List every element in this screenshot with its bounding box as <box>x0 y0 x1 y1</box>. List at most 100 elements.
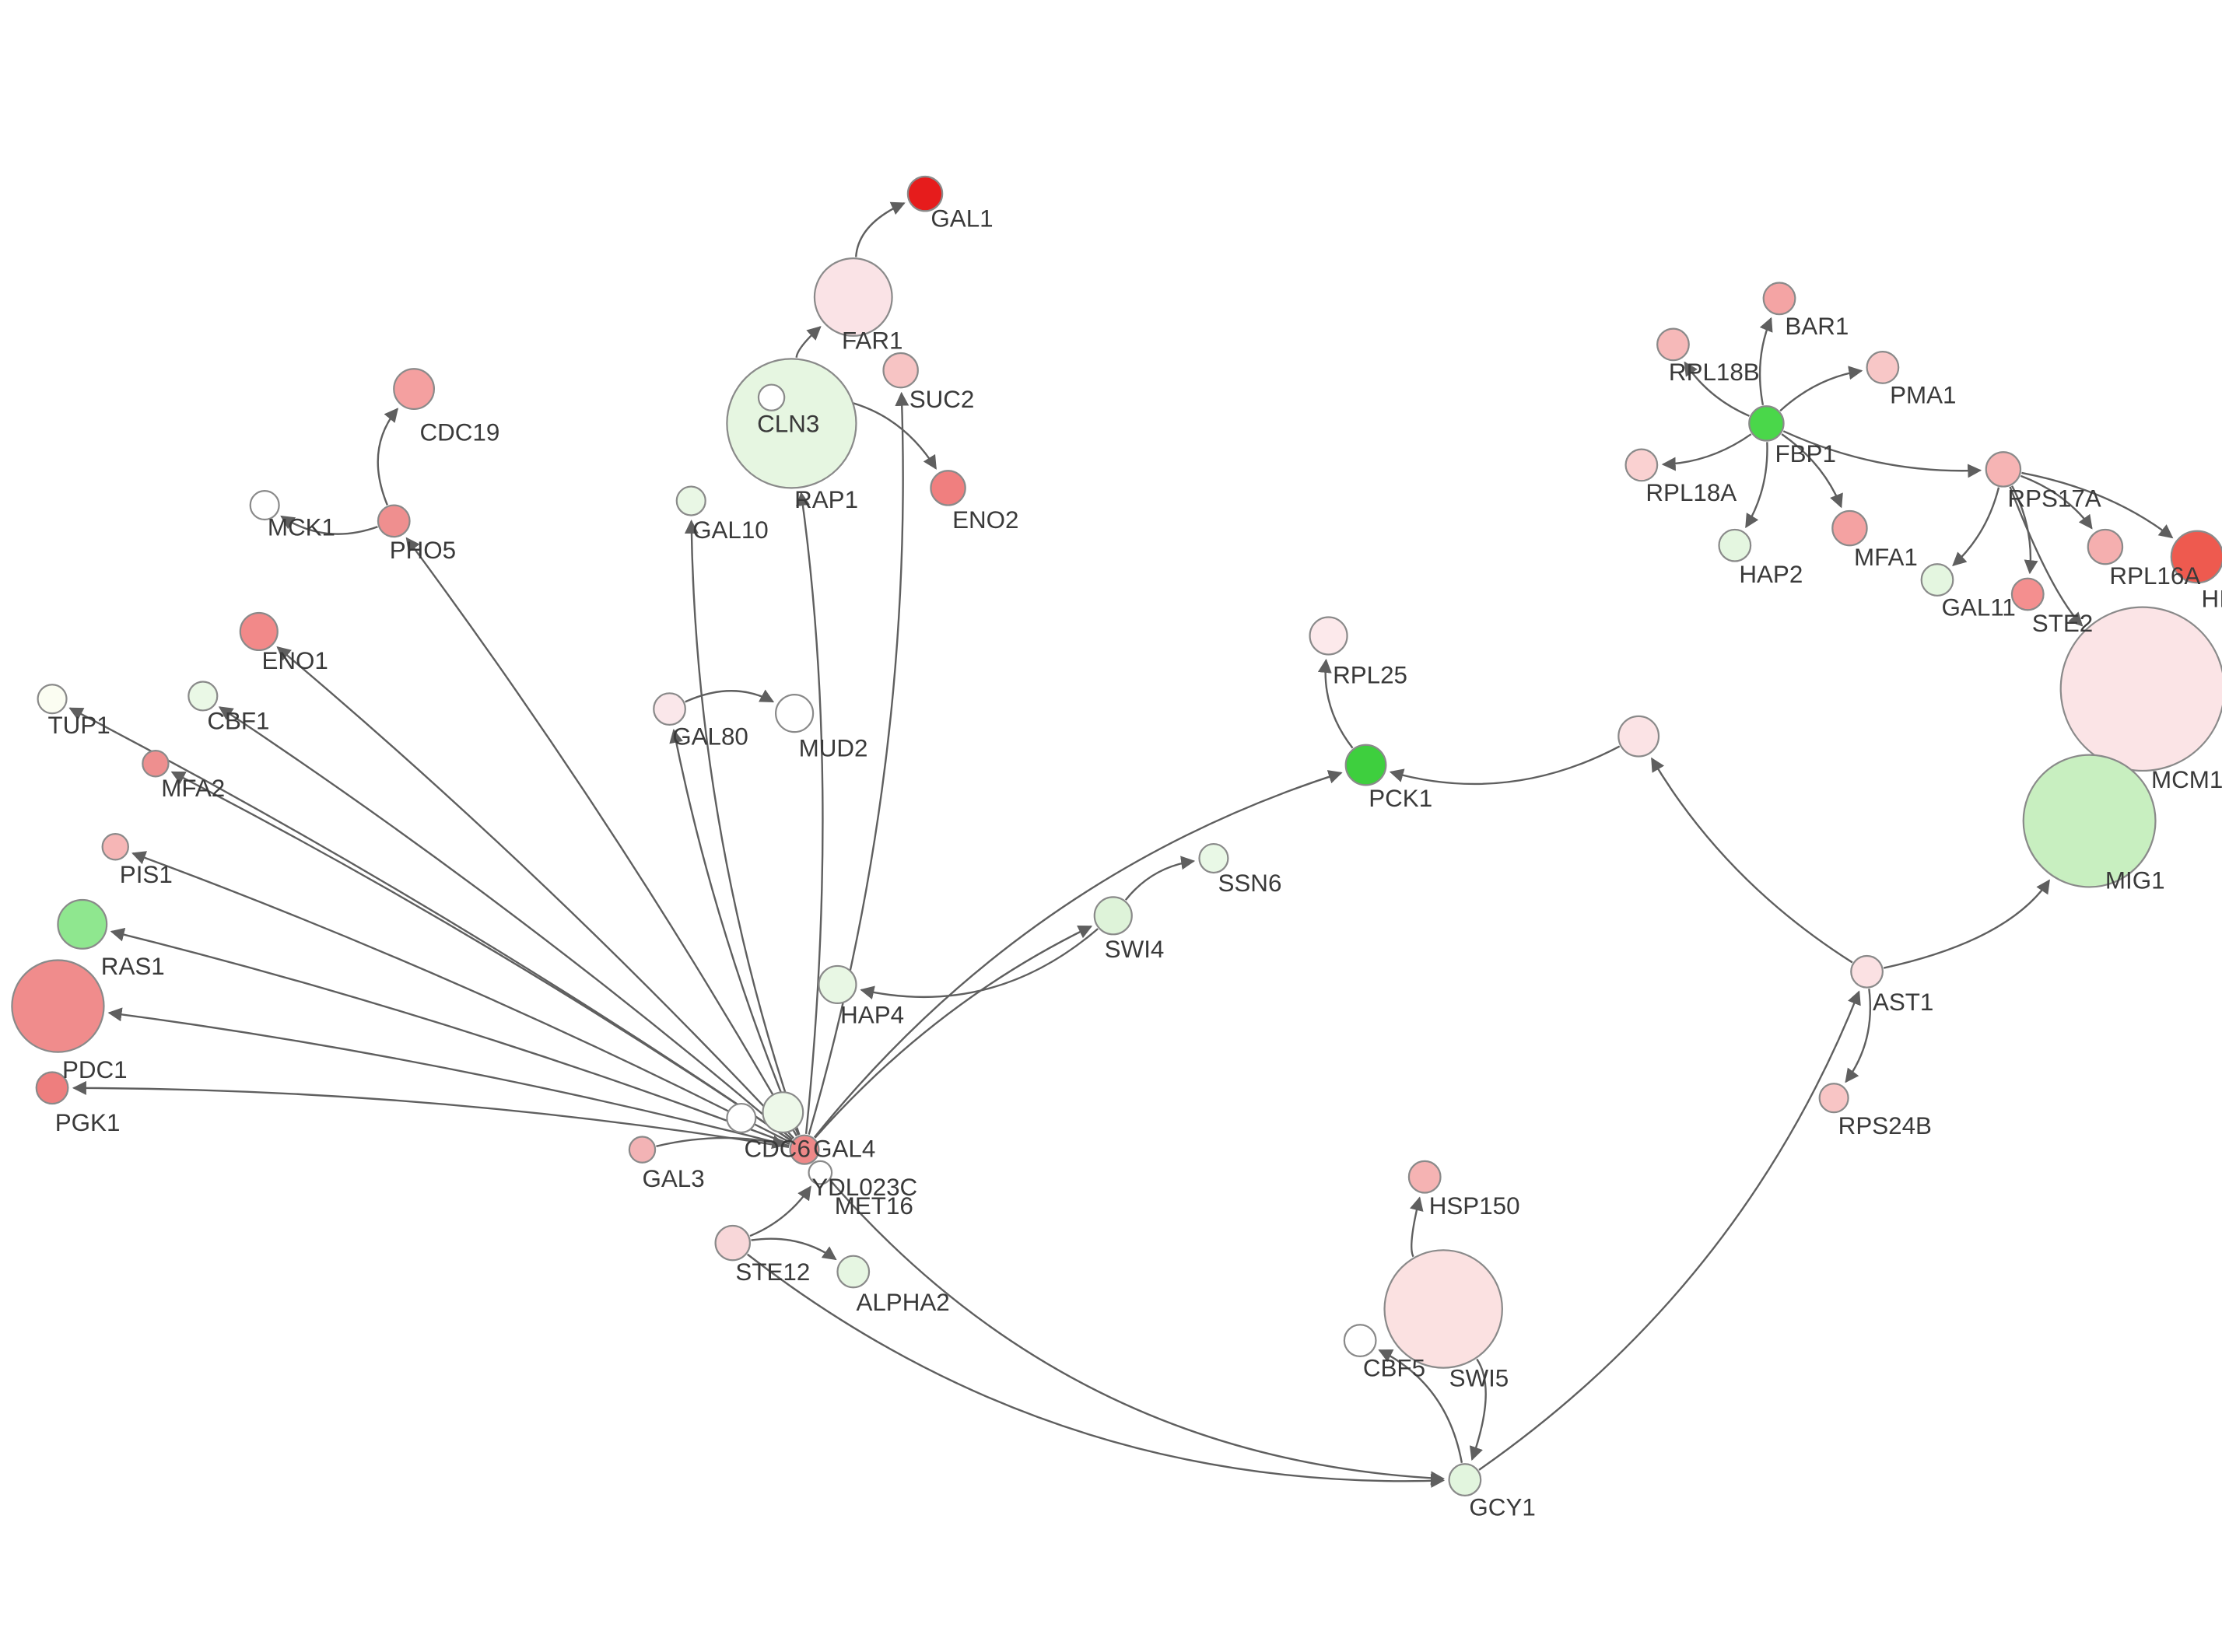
node-rps24b[interactable] <box>1818 1083 1849 1114</box>
edge-gal4-suc2[interactable] <box>808 391 909 1135</box>
node-ast1[interactable] <box>1850 954 1884 989</box>
edge-gal3-gal4[interactable] <box>656 1135 787 1150</box>
node-rpl16a[interactable] <box>2087 528 2124 565</box>
edge-gal4-gal10[interactable] <box>684 520 801 1136</box>
node-gal3[interactable] <box>628 1136 657 1164</box>
node-tup1[interactable] <box>37 684 68 715</box>
edge-gal4-cbf1[interactable] <box>218 706 794 1140</box>
node-pdc1[interactable] <box>11 959 105 1053</box>
node-ste2[interactable] <box>2010 577 2045 611</box>
edge-gal80-mud2[interactable] <box>685 689 775 703</box>
node-his4[interactable] <box>2170 530 2222 584</box>
edge-gal4-pgk1[interactable] <box>72 1080 790 1149</box>
node-cln3[interactable] <box>726 358 857 489</box>
edge-gal4-pck1[interactable] <box>813 770 1343 1139</box>
node-fbp1[interactable] <box>1748 405 1785 442</box>
node-mud2[interactable] <box>775 694 815 733</box>
edge-ste12-alpha2[interactable] <box>751 1237 837 1261</box>
edge-gal4-gcy1[interactable] <box>814 1160 1446 1486</box>
edge-rps17a-gal11[interactable] <box>1952 487 2000 567</box>
node-ydl023c[interactable] <box>726 1102 757 1134</box>
edge-swi4-ssn6[interactable] <box>1124 856 1196 901</box>
edge-gal4-mfa2[interactable] <box>170 771 792 1142</box>
node-cbf1[interactable] <box>188 681 219 712</box>
edge-rps17a-mcm1[interactable] <box>2009 486 2084 627</box>
edge-fbp1-rpl18b[interactable] <box>1684 361 1750 417</box>
node-pis1[interactable] <box>101 833 129 861</box>
edge-fbp1-mfa1[interactable] <box>1781 433 1843 509</box>
edge-fbp1-pma1[interactable] <box>1779 366 1863 412</box>
node-met16[interactable] <box>808 1160 833 1185</box>
edge-rps17a-his4[interactable] <box>2021 471 2174 539</box>
node-alpha2[interactable] <box>836 1255 871 1289</box>
node-cdc6[interactable] <box>762 1091 804 1134</box>
node-gal4[interactable] <box>789 1134 820 1165</box>
node-pho5[interactable] <box>377 504 411 538</box>
node-swi4[interactable] <box>1093 896 1133 936</box>
edge-swi5-hsp150[interactable] <box>1410 1196 1424 1258</box>
node-mcm1[interactable] <box>2059 606 2222 772</box>
node-pma1[interactable] <box>1866 351 1900 384</box>
node-gal80[interactable] <box>653 692 686 726</box>
edge-ast1-node1[interactable] <box>1651 757 1853 964</box>
node-ras1[interactable] <box>57 898 108 950</box>
node-far1[interactable] <box>813 257 893 337</box>
node-hap2[interactable] <box>1718 528 1752 562</box>
edge-ste12-met16[interactable] <box>749 1185 811 1237</box>
node-rpl25[interactable] <box>1309 616 1348 656</box>
edge-gal4-eno1[interactable] <box>276 646 795 1139</box>
edge-ste12-gcy1[interactable] <box>746 1253 1446 1488</box>
node-eno2[interactable] <box>930 470 966 506</box>
edge-fbp1-bar1[interactable] <box>1758 317 1773 406</box>
edge-rps17a-rpl16a[interactable] <box>2020 474 2093 530</box>
edge-pho5-mck1[interactable] <box>280 515 378 535</box>
edge-gcy1-ast1[interactable] <box>1478 990 1861 1471</box>
edge-cln3-far1[interactable] <box>795 326 822 358</box>
node-mck1[interactable] <box>249 490 280 521</box>
node-gal1[interactable] <box>906 175 944 212</box>
edge-swi4-hap4[interactable] <box>860 928 1099 1000</box>
node-bar1[interactable] <box>1762 282 1796 316</box>
edge-gal4-pdc1[interactable] <box>107 1007 790 1147</box>
node-pck1[interactable] <box>1344 744 1387 786</box>
node-unlabeled[interactable] <box>1617 715 1660 758</box>
node-gcy1[interactable] <box>1448 1463 1482 1496</box>
edge-pho5-cdc19[interactable] <box>377 408 399 506</box>
node-rpl18a[interactable] <box>1624 448 1659 482</box>
node-suc2[interactable] <box>882 352 919 389</box>
node-swi5[interactable] <box>1383 1249 1503 1369</box>
edge-gal4-pis1[interactable] <box>131 851 791 1143</box>
node-rap1[interactable] <box>757 383 786 411</box>
edge-ast1-mig1[interactable] <box>1883 879 2050 969</box>
edge-gal4-cln3[interactable] <box>796 492 824 1135</box>
edge-swi5-gcy1[interactable] <box>1469 1358 1487 1461</box>
node-mfa2[interactable] <box>142 750 170 778</box>
edge-fbp1-hap2[interactable] <box>1745 442 1768 529</box>
node-ste12[interactable] <box>714 1224 752 1262</box>
node-mig1[interactable] <box>2022 754 2157 888</box>
node-hsp150[interactable] <box>1407 1160 1442 1194</box>
node-gal10[interactable] <box>675 485 706 516</box>
edge-fbp1-rps17a[interactable] <box>1782 430 1982 478</box>
node-hap4[interactable] <box>818 964 857 1005</box>
node-cdc19[interactable] <box>393 368 436 411</box>
edge-far1-gal1[interactable] <box>855 201 906 257</box>
edge-pck1-rpl25[interactable] <box>1317 658 1354 749</box>
edge-gal4-gal80[interactable] <box>669 728 800 1136</box>
edge-fbp1-rpl18a[interactable] <box>1661 433 1752 471</box>
edge-gcy1-cbf5[interactable] <box>1378 1349 1463 1463</box>
node-mfa1[interactable] <box>1831 509 1868 547</box>
edge-node1-pck1[interactable] <box>1389 745 1621 786</box>
edge-gal4-ras1[interactable] <box>110 927 790 1146</box>
node-eno1[interactable] <box>239 611 279 652</box>
node-gal11[interactable] <box>1920 563 1954 597</box>
node-cbf5[interactable] <box>1343 1324 1377 1357</box>
node-rpl18b[interactable] <box>1656 327 1690 362</box>
edge-gal4-swi4[interactable] <box>814 925 1093 1139</box>
node-ssn6[interactable] <box>1198 842 1229 874</box>
edge-gal4-pho5[interactable] <box>405 537 797 1137</box>
node-rps17a[interactable] <box>1985 451 2022 488</box>
node-pgk1[interactable] <box>35 1071 69 1105</box>
edge-ast1-rps24b[interactable] <box>1845 989 1872 1083</box>
